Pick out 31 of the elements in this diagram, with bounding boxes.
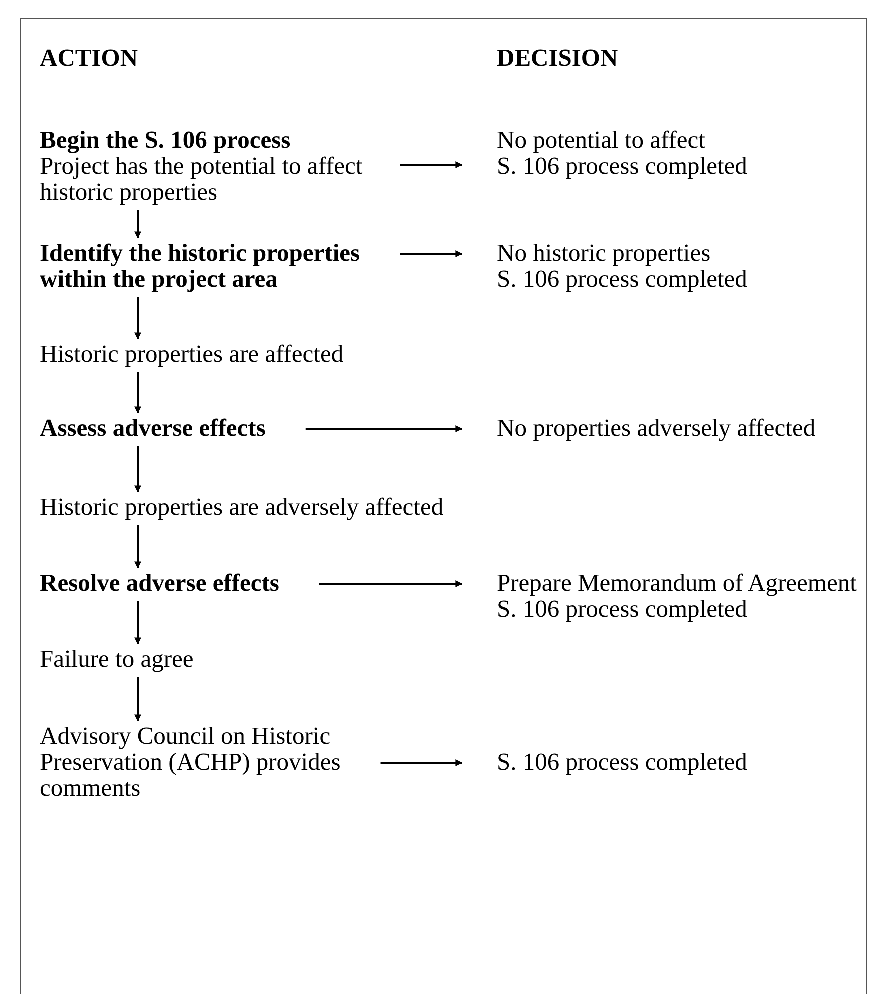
decision-text: No historic properties — [497, 241, 712, 267]
step-text: Advisory Council on Historic Preservation (ACHP) provides comments — [40, 724, 342, 802]
arrow — [319, 580, 463, 588]
arrow — [400, 162, 463, 168]
arrow — [400, 250, 463, 258]
step-text: Project has the potential to affect historic properties — [40, 154, 364, 206]
arrow — [134, 210, 142, 239]
arrow — [134, 446, 142, 493]
arrow — [134, 525, 142, 569]
decision-text: S. 106 process completed — [497, 154, 748, 180]
step-heading: Identify the historic properties within the project area — [40, 241, 362, 293]
arrow — [134, 297, 142, 340]
column-heading: ACTION — [40, 46, 138, 72]
arrow — [306, 426, 463, 432]
step-text: Historic properties are affected — [40, 342, 345, 368]
decision-text: S. 106 process completed — [497, 597, 748, 623]
arrow — [134, 372, 142, 414]
decision-text: No potential to affect — [497, 128, 706, 154]
arrow — [134, 677, 142, 722]
decision-text: S. 106 process completed — [497, 750, 748, 776]
step-text: Failure to agree — [40, 647, 195, 673]
arrow — [134, 601, 142, 645]
arrow — [380, 760, 463, 766]
step-heading: Assess adverse effects — [40, 416, 267, 442]
step-heading: Begin the S. 106 process — [40, 128, 292, 154]
decision-text: Prepare Memorandum of Agreement — [497, 571, 858, 597]
decision-text: No properties adversely affected — [497, 416, 817, 442]
column-heading: DECISION — [497, 46, 618, 72]
decision-text: S. 106 process completed — [497, 267, 748, 293]
step-text: Historic properties are adversely affected — [40, 495, 445, 521]
step-heading: Resolve adverse effects — [40, 571, 280, 597]
